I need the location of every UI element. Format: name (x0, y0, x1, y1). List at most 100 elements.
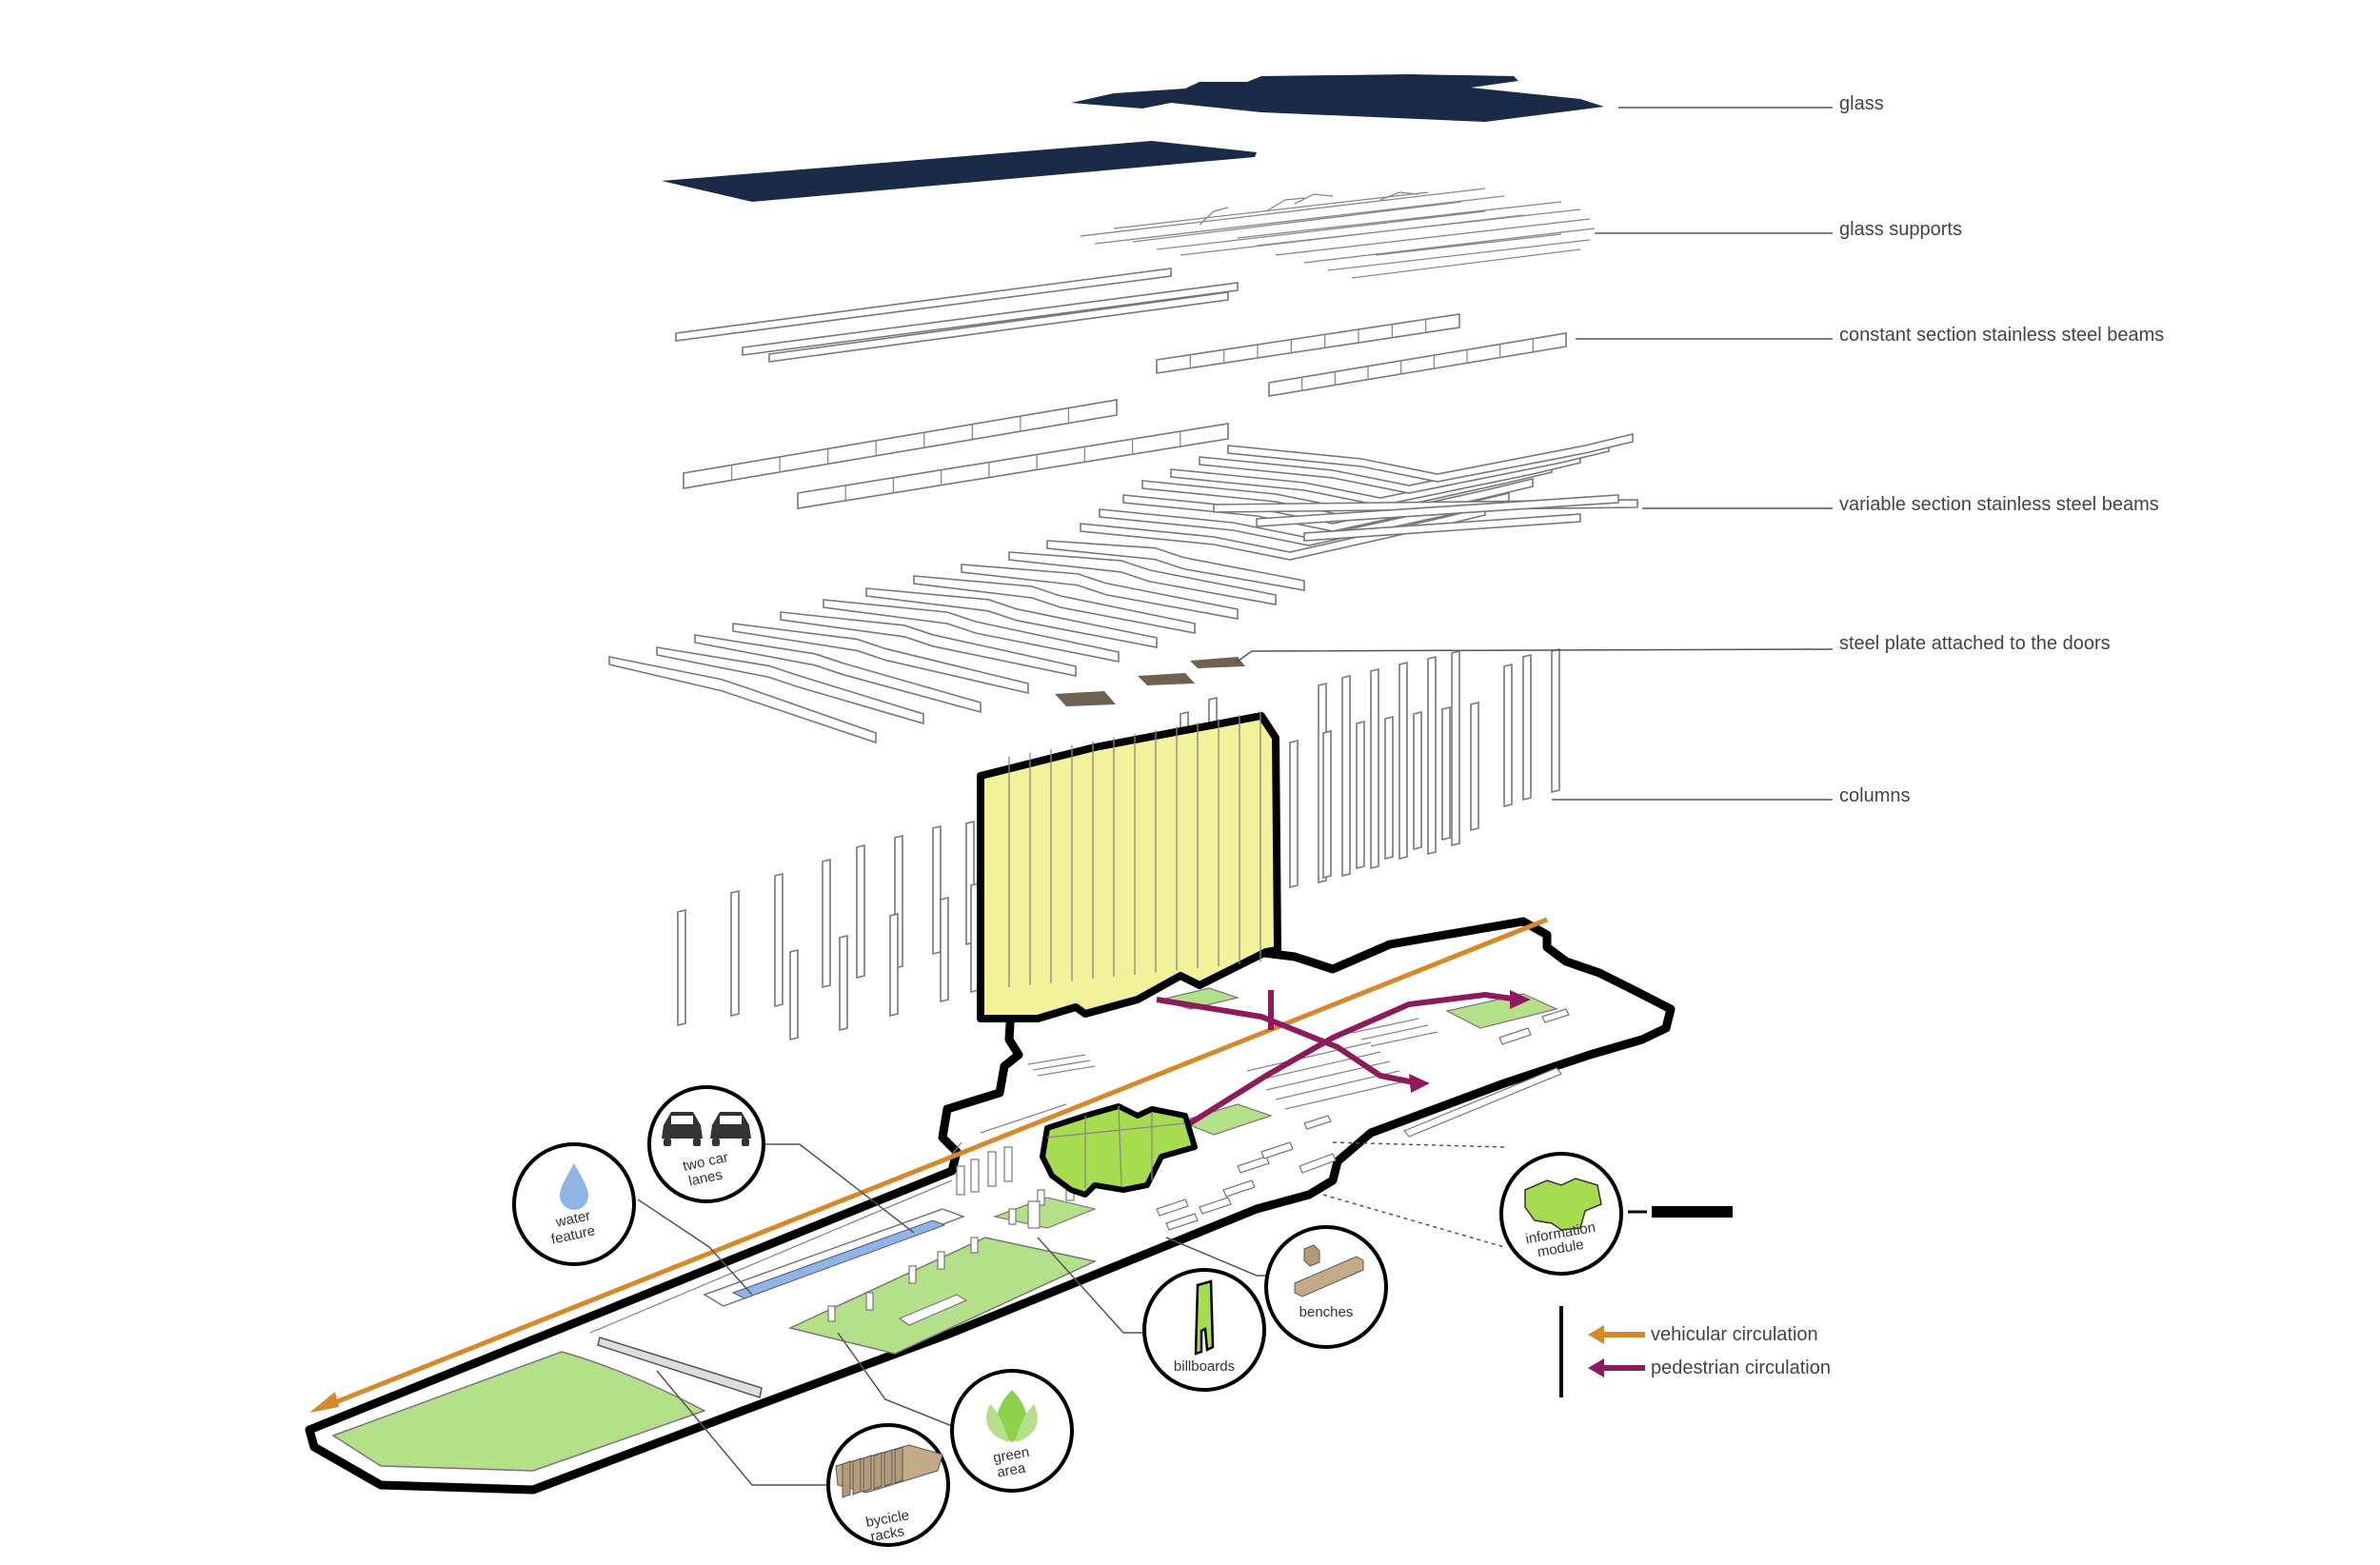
information-module-icon (1524, 1178, 1602, 1231)
steel-plate-3 (1190, 657, 1245, 668)
column (1451, 649, 1460, 847)
constant-beam (768, 291, 1229, 363)
bicycle-rack-icon (835, 1444, 943, 1498)
column (889, 912, 899, 1018)
column (932, 824, 942, 956)
label-columns: columns (1839, 785, 1910, 806)
glass-panel-right (1071, 74, 1604, 122)
green-area-small-2 (1179, 1103, 1273, 1136)
column (1341, 674, 1351, 878)
column (1427, 655, 1437, 856)
vehicular-arrow (309, 917, 1548, 1413)
label-glass: glass (1839, 93, 1884, 114)
column (1413, 710, 1422, 851)
variable-beam (1303, 513, 1581, 542)
variable-beam (913, 575, 1196, 634)
scale-bar (1652, 1206, 1733, 1218)
column (1522, 653, 1532, 802)
variable-beams-layer (608, 432, 1638, 744)
callout-billboards: billboards (1142, 1268, 1266, 1392)
column (1370, 667, 1379, 870)
label-constant-beams: constant section stainless steel beams (1839, 325, 2164, 346)
car-icon (710, 1112, 751, 1146)
callout-information-module: information module (1499, 1152, 1733, 1276)
column (1384, 715, 1394, 861)
yellow-wall (977, 711, 1281, 1022)
variable-beam (1199, 442, 1610, 494)
constant-beam (742, 282, 1239, 356)
car-icon (662, 1112, 703, 1146)
variable-beam (608, 656, 877, 744)
constant-beam (1156, 313, 1460, 374)
column (774, 872, 783, 1008)
label-steel-plate: steel plate attached to the doors (1839, 633, 2111, 654)
legend-pedestrian: pedestrian circulation (1588, 1357, 1831, 1378)
glass-layer (662, 74, 1604, 202)
steel-plate-1 (1055, 691, 1116, 706)
column (677, 908, 686, 1027)
callout-benches: benches (1264, 1225, 1388, 1349)
variable-beam (1227, 432, 1634, 483)
column (1289, 739, 1299, 889)
variable-beam (780, 611, 1077, 677)
variable-beam (961, 564, 1239, 620)
water-feature-basin (731, 1219, 946, 1299)
variable-beam (1008, 551, 1277, 605)
information-module (1040, 1103, 1198, 1198)
constant-beam (675, 267, 1172, 342)
label-glass-supports: glass supports (1839, 219, 1962, 240)
water-drop-icon (560, 1163, 588, 1210)
variable-beam (656, 646, 924, 725)
callout-two-car-lanes: two car lanes (647, 1085, 765, 1203)
svg-text:area: area (996, 1459, 1027, 1480)
variable-beam (1046, 540, 1305, 591)
callout-leaders (637, 1141, 1505, 1486)
legend-vehicular: vehicular circulation (1588, 1324, 1818, 1345)
column (1470, 701, 1479, 832)
column (822, 858, 831, 989)
svg-text:pedestrian circulation: pedestrian circulation (1651, 1357, 1831, 1378)
svg-text:racks: racks (869, 1523, 905, 1545)
lawn-large (331, 1351, 706, 1472)
variable-beam (823, 599, 1120, 663)
legend: vehicular circulation pedestrian circula… (1559, 1306, 1831, 1397)
green-area-right (1445, 993, 1558, 1029)
variable-beam (865, 587, 1158, 648)
svg-text:green: green (992, 1444, 1031, 1466)
steel-plate-2 (1138, 673, 1195, 685)
green-area-central (787, 1237, 1098, 1355)
constant-beams-layer (675, 267, 1567, 509)
column (1551, 647, 1560, 794)
bicycle-rack-rail (597, 1337, 763, 1398)
column (730, 889, 740, 1018)
stairs (1027, 1018, 1438, 1110)
column (1322, 729, 1332, 880)
bench-icon (1294, 1244, 1364, 1298)
layer-labels: glass glass supports constant section st… (1235, 93, 2164, 806)
constant-beam (797, 423, 1229, 509)
variable-beam (1170, 453, 1581, 506)
callout-bicycle-racks: bycicle racks (826, 1423, 950, 1547)
svg-text:billboards: billboards (1174, 1358, 1235, 1375)
column (1356, 720, 1365, 870)
callout-water-feature: water feature (512, 1142, 636, 1266)
svg-text:vehicular circulation: vehicular circulation (1651, 1324, 1818, 1345)
billboard-icon (1194, 1279, 1215, 1356)
label-variable-beams: variable section stainless steel beams (1839, 494, 2159, 515)
column (839, 934, 848, 1032)
glass-panel-left (662, 141, 1257, 202)
glass-supports-layer (1080, 188, 1596, 279)
leaf-icon (986, 1390, 1038, 1442)
variable-beam (694, 634, 982, 714)
callout-green-area: green area (950, 1369, 1074, 1493)
column (1441, 705, 1451, 842)
column (1398, 661, 1408, 861)
steel-plate-layer (1055, 657, 1245, 706)
posts-group (827, 1146, 1075, 1322)
column (789, 948, 799, 1041)
svg-text:benches: benches (1299, 1304, 1354, 1320)
variable-beam (1256, 494, 1619, 527)
column (856, 843, 865, 980)
column (940, 896, 949, 1003)
